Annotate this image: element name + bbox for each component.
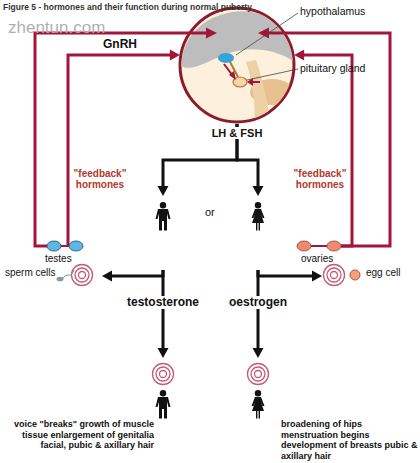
testis-shape: [47, 241, 61, 251]
connector-label: testosterone: [125, 296, 201, 309]
connector-label: LH & FSH: [210, 127, 265, 139]
node-text: GnRH: [103, 38, 137, 51]
connector-label: oestrogen: [227, 296, 289, 309]
connector: [102, 270, 163, 282]
node-text: ovaries: [301, 253, 333, 264]
connector-word: or: [205, 206, 215, 218]
node-text: broadening of hips menstruation begins d…: [281, 419, 418, 461]
part-name: hypothalamus: [300, 6, 365, 18]
brain-circle: GnRH: [178, 6, 296, 124]
figure-title: Figure 5 - hormones and their function d…: [3, 3, 252, 12]
ring: [79, 272, 86, 279]
watermark: zhentun.com: [8, 19, 105, 38]
arrowhead: [253, 186, 264, 196]
node-text: sperm cells: [5, 267, 56, 278]
arrowhead: [170, 50, 180, 61]
connector-label: "feedback" hormones: [290, 168, 350, 190]
node-text: testes: [45, 253, 72, 264]
testes-group: testes: [40, 196, 190, 270]
feedback-line: [67, 196, 70, 246]
arrowhead: [102, 271, 112, 282]
ring: [327, 268, 341, 282]
arrowhead: [158, 348, 169, 358]
gonad-link: [311, 245, 327, 247]
connector-line: [162, 270, 165, 351]
sperm-head: [57, 277, 64, 282]
ring: [331, 272, 338, 279]
sperm-tail: [63, 270, 74, 278]
connector-label: "feedback" hormones: [70, 168, 130, 190]
ovary-shape: [297, 241, 311, 251]
node-text: egg cell: [366, 267, 400, 278]
male-effects: voice "breaks" growth of muscle tissue e…: [2, 358, 202, 463]
connector: [253, 270, 264, 358]
target-icon: [72, 265, 93, 286]
ovaries-group: ovaries: [230, 196, 380, 270]
target-icon: [153, 364, 174, 385]
arrowhead: [253, 348, 264, 358]
circle-outline: [178, 6, 296, 124]
ring: [248, 364, 269, 385]
arrowhead: [312, 271, 322, 282]
male-figure: [156, 390, 171, 419]
ring: [251, 367, 265, 381]
ring: [324, 265, 345, 286]
target-icon: [248, 364, 269, 385]
egg-shape: [350, 270, 360, 280]
ring: [72, 265, 93, 286]
connector-line: [258, 270, 315, 276]
ring: [75, 268, 89, 282]
connector-line: [257, 270, 260, 351]
gonad-link: [61, 245, 69, 247]
female-figure: [252, 202, 265, 231]
connector: [258, 270, 322, 282]
connector-line: [109, 270, 163, 276]
ring: [160, 371, 167, 378]
ovary-shape: [327, 241, 341, 251]
arrowhead: [158, 186, 169, 196]
male-figure: [156, 202, 171, 231]
node-text: voice "breaks" growth of muscle tissue e…: [2, 419, 154, 451]
female-effects: broadening of hips menstruation begins d…: [215, 358, 418, 463]
testis-shape: [69, 241, 83, 251]
ring: [153, 364, 174, 385]
ring: [255, 371, 262, 378]
egg-cell-group: egg cell: [322, 263, 418, 285]
connector: [158, 270, 169, 358]
ring: [156, 367, 170, 381]
female-figure: [252, 390, 265, 419]
connector-line: [68, 55, 173, 196]
sperm-cells-group: sperm cells: [4, 263, 102, 285]
connector: [68, 50, 180, 197]
arrowhead: [294, 50, 304, 61]
target-icon: [324, 265, 345, 286]
part-name: pituitary gland: [300, 63, 365, 75]
feedback-line: [341, 196, 352, 246]
circle-shape: [180, 8, 294, 122]
